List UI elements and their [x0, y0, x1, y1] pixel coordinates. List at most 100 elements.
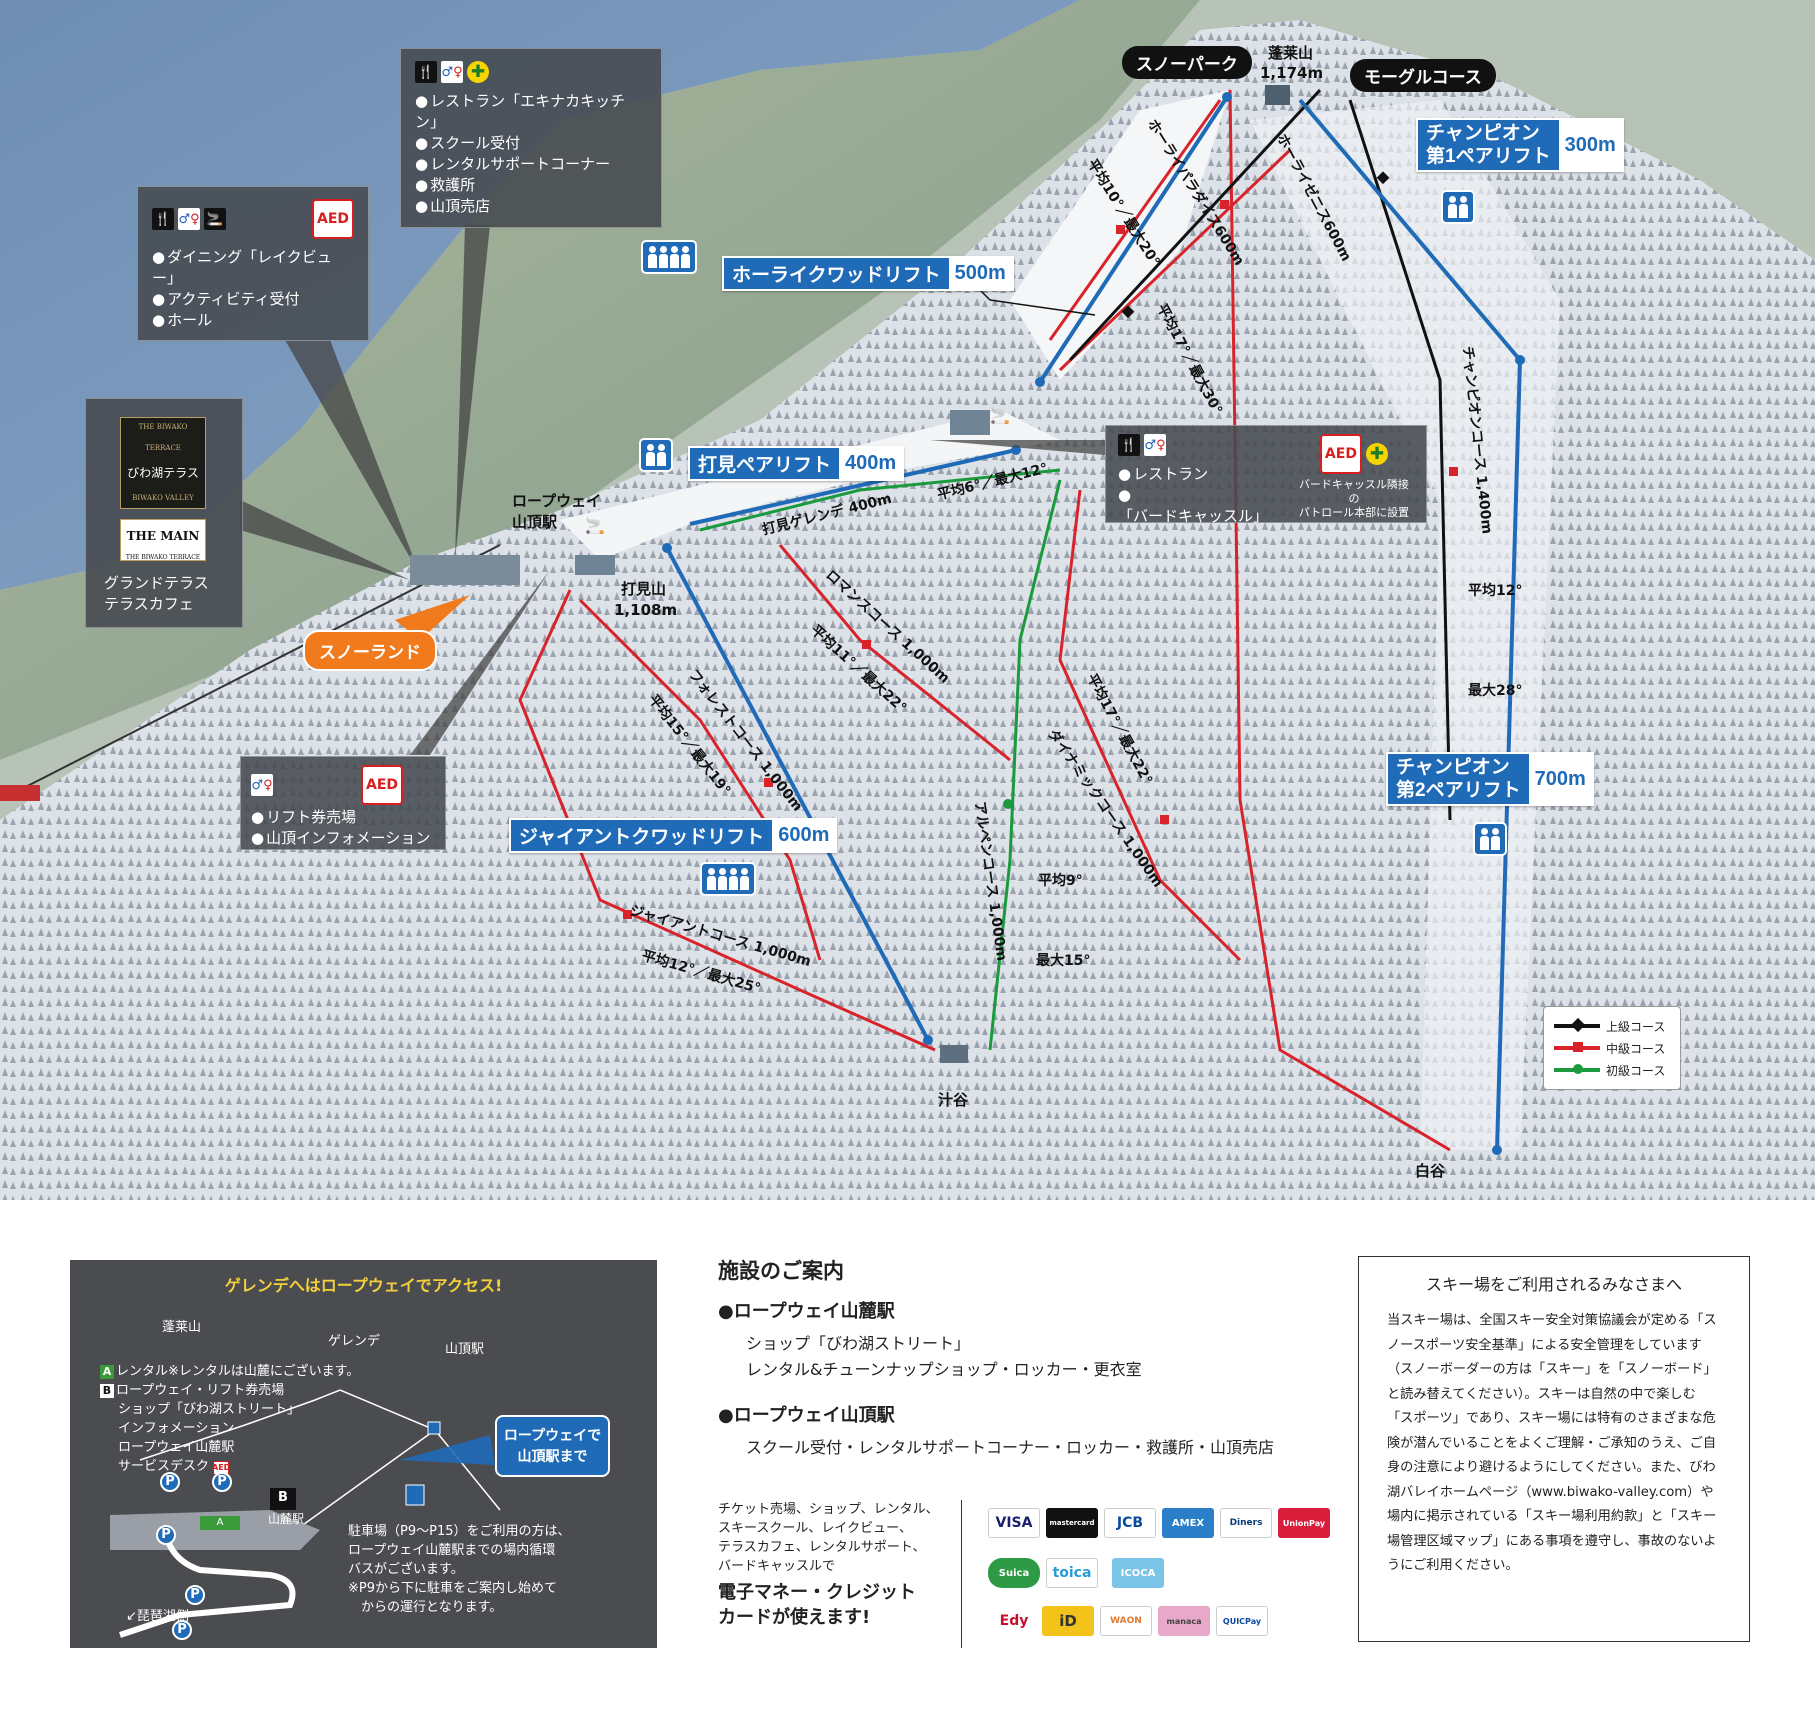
pointer [410, 570, 550, 755]
lift-label-champion1: チャンピオン 第1ペアリフト 300m [1416, 118, 1624, 172]
giant-course-line [518, 589, 936, 1052]
facility-box-lakeview: 🍴 ♂♀ 🚬 AED ダイニング「レイクビュー」 アクティビティ受付 ホール [137, 186, 369, 341]
summit-buildings [410, 555, 520, 585]
shiratani-label: 白谷 [1415, 1162, 1446, 1180]
mountain-outline [139, 1389, 501, 1511]
aed-icon: AED [312, 199, 354, 239]
course-stats-alpen-2: 最大15° [1036, 953, 1091, 969]
icoca-logo: ICOCA [1112, 1558, 1164, 1588]
lift-station-dot [1222, 92, 1232, 102]
uchimi-gelande-line [699, 468, 1061, 532]
smoking-area-icon: 🚬 [990, 406, 1010, 425]
base-station-line: レンタル&チューンナップショップ・ロッカー・更衣室 [746, 1360, 1142, 1379]
access-title: ゲレンデへはロープウェイでアクセス! [224, 1276, 503, 1295]
facility-item: リフト券売場 [251, 807, 435, 828]
base-station-heading: ●ロープウェイ山麓駅 [718, 1301, 895, 1322]
uchimiyama-elevation: 1,108m [614, 601, 678, 619]
snowland-label: スノーランド [303, 630, 437, 671]
alpen-course-line [988, 479, 1062, 1051]
horai-quad-lift-line [1038, 95, 1229, 384]
facility-guide: 施設のご案内 ●ロープウェイ山麓駅 ショップ「びわ湖ストリート」 レンタル&チュ… [718, 1255, 1298, 1461]
facility-item: グランドテラス [104, 574, 209, 592]
lift-length: 500m [948, 258, 1012, 289]
snowpark-label: スノーパーク [1122, 46, 1252, 79]
facility-icons: 🍴 ♂♀ ✚ [415, 61, 647, 83]
lift-station-dot [1515, 355, 1525, 365]
first-aid-icon: ✚ [1365, 443, 1388, 465]
facility-item: 山頂売店 [415, 196, 647, 217]
parking-note-line: 駐車場（P9〜P15）をご利用の方は、 [348, 1524, 571, 1539]
lift-name: ジャイアントクワッドリフト [519, 827, 765, 848]
facility-box-terrace: THE BIWAKO TERRACE びわ湖テラス BIWAKO VALLEY … [85, 398, 243, 628]
course-marker [1116, 225, 1125, 234]
restroom-icon: ♂♀ [441, 61, 463, 83]
logo-text: THE BIWAKO TERRACE [125, 554, 201, 561]
the-main-logo: THE MAIN THE BIWAKO TERRACE [120, 519, 206, 561]
legend-row-advanced: 上級コース [1554, 1015, 1670, 1037]
payment-note-line: バードキャッスルで [718, 1559, 836, 1574]
facility-item: レストラン [1118, 464, 1282, 485]
access-item-b-line: ロープウェイ山麓駅 [118, 1440, 235, 1455]
restaurant-icon: 🍴 [415, 61, 437, 83]
lift-name-line: チャンピオン [1426, 123, 1540, 144]
facility-item: レストラン「エキナカキッチン」 [415, 91, 647, 133]
quad-lift-icon [700, 862, 756, 896]
pointer [930, 440, 1105, 455]
pointer [455, 225, 490, 560]
pair-lift-icon [639, 438, 673, 472]
facility-list: グランドテラス テラスカフェ [104, 573, 228, 615]
biwako-terrace-logo: THE BIWAKO TERRACE びわ湖テラス BIWAKO VALLEY [120, 417, 206, 509]
visa-logo: VISA [988, 1508, 1040, 1538]
slope-uchimi [560, 410, 1060, 560]
quad-lift-icon [641, 240, 697, 274]
facility-item: テラスカフェ [104, 595, 194, 613]
facility-item: スクール受付 [415, 133, 647, 154]
lift-name-line: チャンピオン [1396, 757, 1510, 778]
dynamic-course-line [1058, 489, 1242, 962]
parking-note-line: ロープウェイ山麓駅までの場内循環 [348, 1543, 556, 1558]
facility-list: ダイニング「レイクビュー」 アクティビティ受付 ホール [152, 247, 354, 331]
logo-text: THE MAIN [126, 529, 200, 543]
course-marker [764, 778, 773, 787]
facility-item: 山頂インフォメーション [251, 828, 435, 849]
parking-note-line: バスがございます。 [348, 1562, 464, 1577]
logo-text: THE BIWAKO TERRACE [138, 423, 188, 452]
facility-box-birdcastle: 🍴 ♂♀ レストラン 「バードキャッスル」 AED ✚ バードキャッスル隣接の … [1105, 425, 1427, 525]
horai-paradise-line [1048, 99, 1222, 341]
lift-name: ホーライクワッドリフト [732, 265, 941, 286]
course-marker [1160, 815, 1169, 824]
legend-label: 上級コース [1606, 1019, 1666, 1034]
badge-a: A [100, 1365, 114, 1379]
ropeway-summit-label-2: 山頂駅 [512, 513, 558, 531]
facility-icons: ♂♀ AED [251, 765, 435, 805]
logo-text: びわ湖テラス [127, 466, 199, 480]
access-item-a-text: レンタル※レンタルは山麓にございます。 [116, 1364, 360, 1379]
champion1-lift-line [1298, 98, 1522, 362]
smoking-area-icon: 🚬 [585, 516, 605, 535]
facility-item: ホール [152, 310, 354, 331]
ropeway-summit-label-1: ロープウェイ [512, 492, 602, 510]
course-marker [862, 640, 871, 649]
base-station-line: ショップ「びわ湖ストリート」 [746, 1334, 971, 1353]
pair-lift-icon [1441, 190, 1475, 224]
ropeway-tag-line: 山頂駅まで [517, 1449, 588, 1465]
ski-map: 🍴 ♂♀ ✚ レストラン「エキナカキッチン」 スクール受付 レンタルサポートコー… [0, 0, 1815, 1200]
lift-label-champion2: チャンピオン 第2ペアリフト 700m [1386, 752, 1594, 806]
access-gelande: ゲレンデ [328, 1334, 381, 1349]
toica-logo: toica [1046, 1558, 1098, 1588]
romance-course-line [778, 544, 1011, 762]
access-item-b-line: インフォメーション [118, 1421, 235, 1436]
facility-item: 「バードキャッスル」 [1118, 485, 1282, 527]
aed-note-line: バードキャッスル隣接の [1298, 478, 1409, 505]
lift-label-giant-quad: ジャイアントクワッドリフト 600m [509, 818, 838, 853]
facility-list: レストラン「エキナカキッチン」 スクール受付 レンタルサポートコーナー 救護所 … [415, 91, 647, 217]
building [575, 555, 615, 575]
payment-note-line: テラスカフェ、レンタルサポート、 [718, 1540, 926, 1555]
waon-logo: WAON [1100, 1606, 1152, 1636]
access-road [119, 1529, 296, 1638]
parking-note-line: ※P9から下に駐車をご案内し始めて [348, 1581, 558, 1596]
horai-zenith-line-b [1068, 88, 1322, 362]
restaurant-icon: 🍴 [1118, 434, 1140, 456]
callout-pointers [240, 225, 1105, 755]
